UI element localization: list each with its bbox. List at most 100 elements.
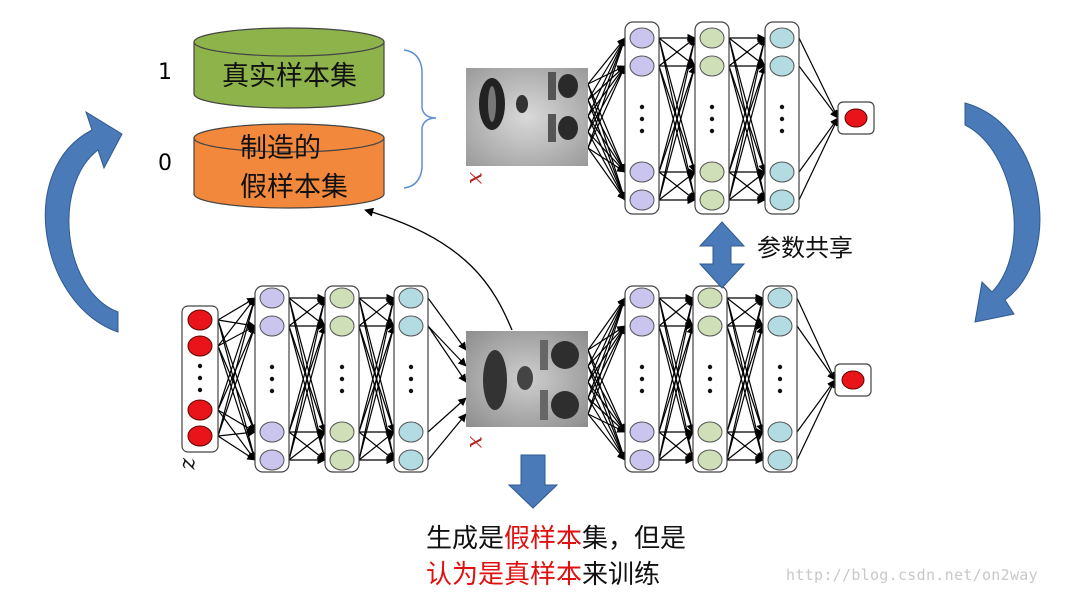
connection (587, 397, 626, 433)
face-eye (558, 116, 578, 140)
noise-neuron (187, 425, 213, 447)
neuron (697, 315, 723, 337)
connection (427, 397, 467, 433)
neuron (767, 421, 793, 443)
neuron (398, 315, 424, 337)
neuron (769, 27, 795, 49)
connections (217, 33, 839, 465)
neuron (629, 449, 655, 471)
ellipsis-dot (639, 116, 645, 122)
ellipsis-dot (408, 388, 414, 394)
real-label-number: 1 (158, 60, 172, 85)
gen-layer-1 (254, 285, 290, 473)
connection (587, 99, 627, 201)
ellipsis-dot (269, 364, 275, 370)
fake-set-label-line1: 制造的 (240, 133, 321, 164)
watermark: http://blog.csdn.net/on2way (786, 566, 1038, 584)
fake-set-cylinder (193, 123, 385, 209)
neuron (769, 161, 795, 183)
real-set-cylinder (193, 27, 385, 109)
connection (796, 297, 836, 381)
x-symbol: x (464, 172, 489, 185)
connection (658, 297, 696, 461)
ellipsis-dot (339, 388, 345, 394)
ellipsis-dot (339, 364, 345, 370)
connection (427, 325, 467, 367)
ellipsis-dot (197, 387, 203, 393)
face-brow (540, 340, 548, 370)
connection (288, 297, 328, 461)
ellipsis-dot (639, 376, 645, 382)
disc-bottom-output-neuron (841, 370, 865, 390)
ellipsis-dot (707, 376, 713, 382)
connection (587, 413, 626, 461)
neuron (329, 287, 355, 309)
connection (658, 65, 698, 201)
x-symbol: x (464, 436, 489, 449)
fake-label-number: 0 (158, 151, 172, 176)
connection (587, 297, 626, 383)
disc-top-layer-3 (764, 21, 800, 215)
neuron (398, 421, 424, 443)
disc-top-output-neuron (844, 108, 868, 128)
connection (217, 297, 257, 411)
ellipsis-dot (777, 364, 783, 370)
connection (587, 99, 626, 173)
neuron (259, 287, 285, 309)
neuron (629, 189, 655, 211)
ellipsis-dot (709, 128, 715, 134)
face-nose (517, 366, 533, 390)
connection (288, 325, 328, 461)
connection (658, 325, 696, 461)
connection (658, 431, 694, 461)
face-nose (516, 95, 528, 113)
connection (587, 131, 626, 201)
face-mouth (483, 350, 507, 410)
connection (728, 171, 766, 201)
fake-set-cylinder-body (193, 137, 385, 209)
neuron (767, 449, 793, 471)
connection (587, 325, 626, 399)
caption-line1: 生成是假样本集，但是 (426, 526, 686, 552)
ellipsis-dot (197, 375, 203, 381)
connection (587, 413, 626, 433)
disc-top-layer-2 (694, 21, 730, 215)
caption-line1-part3: 集，但是 (582, 524, 687, 554)
neuron (259, 421, 285, 443)
face-brow (548, 114, 556, 142)
param-share-label: 参数共享 (757, 234, 853, 262)
face-eye (551, 341, 579, 369)
connection (587, 365, 626, 433)
connection (587, 297, 626, 351)
neuron (629, 287, 655, 309)
disc-bottom-layer-1 (624, 285, 660, 473)
connection (798, 117, 839, 201)
misc-graphics: xxz (44, 27, 1041, 509)
connection (728, 65, 768, 201)
ellipsis-dot (709, 116, 715, 122)
connection (587, 297, 627, 415)
neuron (629, 161, 655, 183)
connection (587, 65, 626, 149)
connection (217, 428, 256, 437)
neuron (697, 421, 723, 443)
neuron (699, 161, 725, 183)
connection (358, 297, 397, 461)
neuron (629, 315, 655, 337)
ellipsis-dot (639, 104, 645, 110)
neuron (329, 449, 355, 471)
neuron (699, 189, 725, 211)
face-eye (558, 74, 578, 98)
connection (587, 37, 627, 149)
face-brow (540, 390, 548, 420)
connection (427, 325, 467, 383)
connection (358, 431, 395, 461)
disc-bottom-layer-3 (762, 285, 798, 473)
connection (217, 345, 256, 433)
cycle-arrow-left (44, 110, 123, 333)
neuron (697, 287, 723, 309)
caption-line1-part1: 生成是 (426, 524, 505, 554)
connection (217, 297, 258, 437)
neuron (769, 189, 795, 211)
